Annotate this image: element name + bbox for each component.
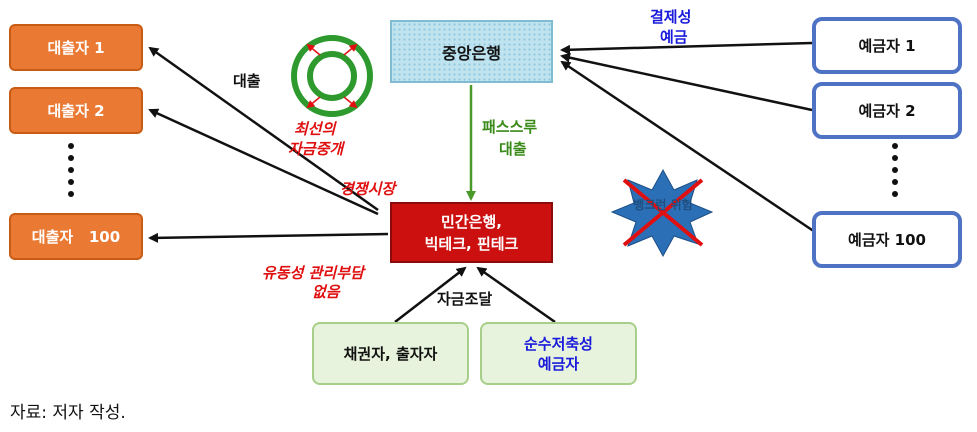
liquidity-burden-label-line2: 없음 — [312, 283, 340, 301]
central-bank-label: 중앙은행 — [442, 43, 501, 63]
deposit-arrow-100 — [560, 60, 819, 236]
funding-arrow-right — [476, 266, 556, 324]
borrower-2-label: 대출자 2 — [47, 102, 105, 120]
best-intermediation-label-line2: 자금중개 — [288, 140, 344, 158]
circulation-rings-icon — [291, 35, 373, 117]
savings-depositor-line2: 예금자 — [537, 354, 580, 373]
funding-arrow-left — [394, 266, 467, 323]
source-note: 자료: 저자 작성. — [10, 403, 126, 423]
competitive-market-label: 경쟁시장 — [340, 180, 396, 198]
central-bank-box: 중앙은행 — [390, 20, 553, 83]
borrower-1-label: 대출자 1 — [47, 39, 105, 57]
deposit-arrow-1 — [560, 41, 813, 55]
lending-arrow-100 — [148, 232, 389, 243]
borrower-2-box: 대출자 2 — [9, 87, 143, 134]
best-intermediation-label-line1: 최선의 — [294, 120, 336, 138]
private-bank-box: 민간은행, 빅테크, 핀테크 — [390, 202, 553, 263]
private-bank-line2: 빅테크, 핀테크 — [424, 234, 519, 253]
bank-run-cross-icon — [622, 178, 704, 247]
depositor-ellipsis — [892, 143, 898, 203]
savings-depositor-box: 순수저축성 예금자 — [480, 322, 637, 385]
bank-run-label: 뱅크런 위험 — [633, 198, 693, 212]
settlement-deposit-label-line2: 예금 — [660, 28, 688, 46]
borrower-100-box: 대출자 100 — [9, 213, 143, 260]
deposit-arrow-2 — [560, 52, 813, 112]
creditor-investor-box: 채권자, 출자자 — [312, 322, 469, 385]
private-bank-line1: 민간은행, — [441, 212, 502, 231]
savings-depositor-line1: 순수저축성 — [523, 334, 593, 353]
depositor-2-box: 예금자 2 — [812, 82, 962, 139]
loan-label: 대출 — [233, 72, 261, 90]
depositor-1-label: 예금자 1 — [858, 37, 916, 55]
borrower-ellipsis — [68, 143, 74, 203]
lending-arrow-1 — [148, 46, 379, 212]
funding-label: 자금조달 — [437, 290, 493, 308]
liquidity-burden-label-line1: 유동성 관리부담 — [262, 264, 364, 282]
pass-through-label-line1: 패스스루 — [482, 118, 538, 136]
depositor-100-box: 예금자 100 — [812, 211, 962, 268]
borrower-1-box: 대출자 1 — [9, 24, 143, 71]
lending-arrow-2 — [148, 108, 379, 216]
creditor-investor-label: 채권자, 출자자 — [343, 344, 438, 363]
borrower-100-label: 대출자 100 — [31, 228, 121, 246]
depositor-2-label: 예금자 2 — [858, 102, 916, 120]
depositor-1-box: 예금자 1 — [812, 17, 962, 74]
pass-through-label-line2: 대출 — [499, 140, 527, 158]
settlement-deposit-label-line1: 결제성 — [650, 8, 692, 26]
depositor-100-label: 예금자 100 — [848, 231, 926, 249]
